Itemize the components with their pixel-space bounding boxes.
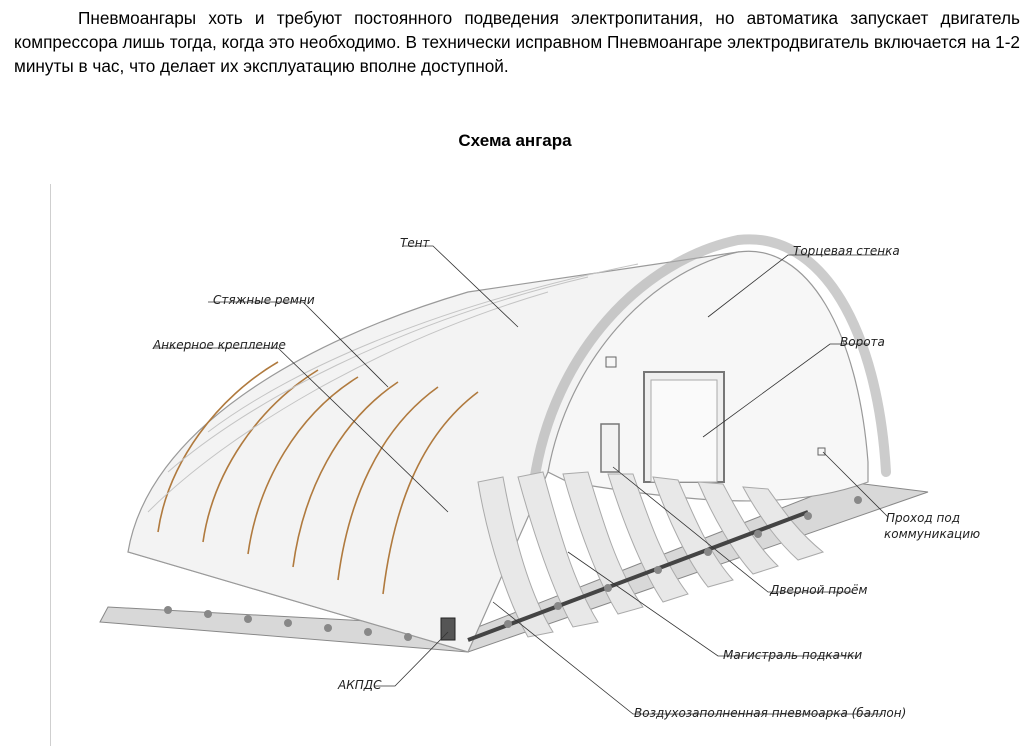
label-door: Дверной проём [770, 583, 868, 597]
inflation-main-line [467, 510, 809, 642]
anchor-row [164, 496, 862, 641]
hangar-diagram: Тент Торцевая стенка Стяжные ремни Ворот… [48, 182, 981, 746]
figure-caption: Схема ангара [458, 131, 572, 150]
label-tent: Тент [400, 236, 430, 250]
label-air-arch: Воздухозаполненная пневмоарка (баллон) [634, 706, 907, 720]
label-utility-pass-line1: Проход под [886, 511, 961, 525]
label-gates: Ворота [840, 335, 885, 349]
utility-pass-marker [817, 447, 826, 456]
vent-marker [605, 356, 617, 368]
label-utility-pass-line2: коммуникацию [884, 527, 981, 541]
label-tie-straps: Стяжные ремни [213, 293, 315, 307]
end-arch-rim [529, 234, 891, 487]
akpds-box [440, 617, 456, 641]
gates-inner [650, 379, 718, 483]
intro-paragraph: Пневмоангары хоть и требуют постоянного … [14, 8, 1020, 76]
figure-frame [50, 184, 51, 746]
label-end-wall: Торцевая стенка [793, 244, 900, 258]
hangar-drawing [99, 234, 929, 715]
air-arch-ribs [477, 471, 825, 638]
roof-ribs [147, 263, 639, 513]
label-anchor: Анкерное крепление [153, 338, 286, 352]
leader-lines [153, 245, 889, 715]
door-opening [600, 423, 620, 473]
label-inflation-main: Магистраль подкачки [723, 648, 863, 662]
label-akpds: АКПДС [338, 678, 382, 692]
tie-straps [157, 361, 479, 595]
